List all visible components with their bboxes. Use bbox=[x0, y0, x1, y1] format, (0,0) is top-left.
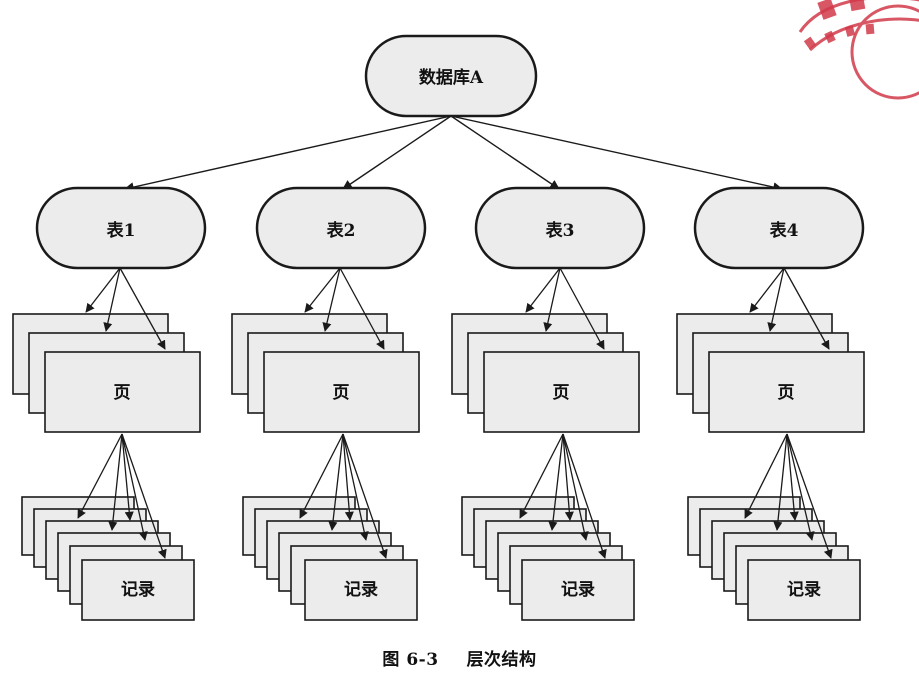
page-label-3: 页 bbox=[553, 383, 570, 403]
record-edges-3 bbox=[519, 433, 607, 559]
seal-stamp-icon bbox=[798, 0, 919, 100]
edge-root-table1 bbox=[124, 115, 452, 192]
table-label-2: 表2 bbox=[327, 220, 356, 241]
record-stack-4 bbox=[687, 496, 861, 621]
page-edges-2 bbox=[304, 267, 385, 350]
page-stack-4 bbox=[676, 313, 865, 433]
table-label-4: 表4 bbox=[770, 220, 799, 241]
table-node-1 bbox=[35, 186, 207, 270]
page-edges-4 bbox=[749, 267, 830, 350]
edge-root-table4 bbox=[450, 115, 783, 192]
page-edges-3 bbox=[525, 267, 605, 350]
record-edges-2 bbox=[299, 433, 388, 559]
table-label-1: 表1 bbox=[107, 220, 136, 241]
page-label-1: 页 bbox=[114, 383, 131, 403]
table-column-3: 表3 页 记录 bbox=[451, 186, 646, 621]
table-label-3: 表3 bbox=[546, 220, 575, 241]
page-edges-1 bbox=[85, 267, 166, 350]
record-stack-3 bbox=[461, 496, 635, 621]
record-stack-1 bbox=[21, 496, 195, 621]
edge-root-table3 bbox=[450, 115, 560, 190]
page-stack-1 bbox=[12, 313, 201, 433]
table-column-1: 表1 页 记录 bbox=[12, 186, 207, 621]
root-edges bbox=[124, 115, 783, 192]
table-node-2 bbox=[255, 186, 427, 270]
figure-number: 图 6-3 bbox=[382, 650, 439, 670]
table-node-4 bbox=[693, 186, 865, 270]
figure-title: 层次结构 bbox=[466, 650, 537, 670]
record-label-2: 记录 bbox=[344, 580, 378, 600]
record-label-4: 记录 bbox=[787, 580, 821, 600]
table-column-4: 表4 页 记录 bbox=[676, 186, 865, 621]
record-label-1: 记录 bbox=[121, 580, 155, 600]
figure-caption: 图 6-3 层次结构 bbox=[0, 645, 919, 670]
edge-root-table2 bbox=[342, 115, 452, 190]
record-edges-4 bbox=[744, 433, 833, 559]
table-column-2: 表2 页 记录 bbox=[231, 186, 427, 621]
root-node-label: 数据库A bbox=[419, 67, 484, 88]
page-label-2: 页 bbox=[333, 383, 350, 403]
record-label-3: 记录 bbox=[561, 580, 595, 600]
record-stack-2 bbox=[242, 496, 418, 621]
root-node: 数据库A bbox=[364, 34, 538, 118]
record-edges-1 bbox=[77, 433, 167, 559]
page-stack-3 bbox=[451, 313, 640, 433]
page-label-4: 页 bbox=[778, 383, 795, 403]
page-stack-2 bbox=[231, 313, 420, 433]
